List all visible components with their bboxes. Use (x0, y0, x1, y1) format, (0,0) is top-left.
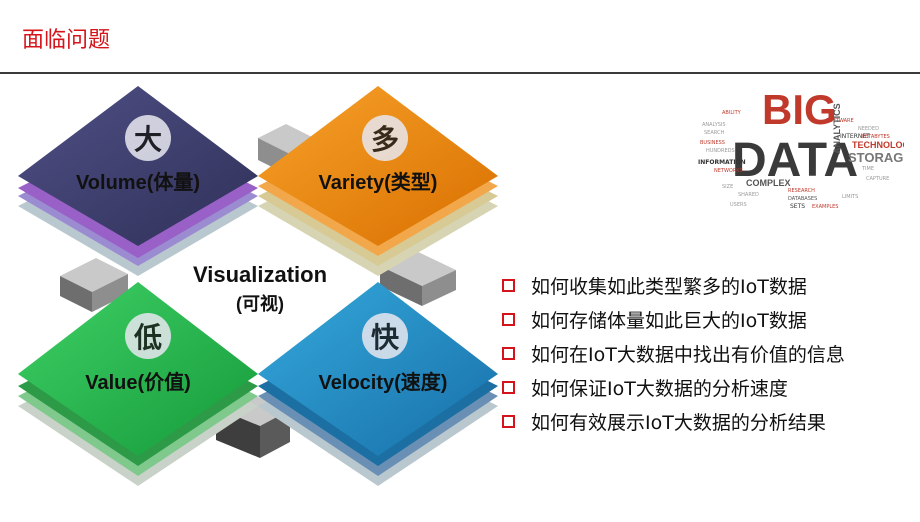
cloud-word: SHARED (738, 192, 759, 198)
cloud-word: NEEDED (858, 126, 879, 132)
list-item: 如何收集如此类型繁多的IoT数据 (502, 268, 845, 302)
title-divider (0, 72, 920, 74)
cloud-word: INFORMATION (698, 159, 746, 166)
square-bullet-icon (502, 278, 515, 292)
value-diamond (18, 282, 258, 486)
cloud-word: DATABASES (788, 196, 817, 202)
square-bullet-icon (502, 414, 515, 428)
gray-connector-left (60, 258, 128, 312)
list-item: 如何存储体量如此巨大的IoT数据 (502, 302, 845, 336)
velocity-label: Velocity(速度) (318, 372, 448, 394)
cloud-word: NETWORKS (714, 168, 743, 174)
cloud-word: PETABYTES (862, 134, 890, 140)
cloud-word: ANALYSIS (702, 122, 726, 128)
value-label: Value(价值) (85, 372, 191, 394)
cloud-word: COMPLEX (746, 178, 791, 188)
cloud-word: USERS (730, 202, 747, 208)
velocity-diamond (258, 282, 498, 486)
cloud-word: STORAGE (848, 150, 904, 165)
velocity-char-circle: 快 (362, 313, 408, 359)
big-data-4v-diagram: 大 Volume(体量) 多 Variety(类型) 低 Value(价值) 快… (0, 80, 520, 518)
cloud-word: CAPTURE (866, 176, 889, 182)
square-bullet-icon (502, 346, 515, 360)
list-item-text: 如何存储体量如此巨大的IoT数据 (531, 309, 807, 332)
list-item-text: 如何保证IoT大数据的分析速度 (531, 377, 788, 400)
cloud-word: EXAMPLES (812, 204, 838, 210)
square-bullet-icon (502, 312, 515, 326)
volume-label: Volume(体量) (75, 172, 201, 194)
cloud-word: SOFTWARE (826, 118, 854, 124)
cloud-word: ANALYTICS (832, 103, 842, 154)
visualization-subtitle: (可视) (236, 294, 284, 314)
cloud-word: TECHNOLOGIES (852, 140, 904, 150)
data-word: DATA (732, 134, 858, 187)
volume-diamond (18, 86, 258, 276)
list-item: 如何保证IoT大数据的分析速度 (502, 370, 845, 404)
page-title: 面临问题 (22, 28, 111, 53)
visualization-title: Visualization (192, 262, 328, 287)
list-item-text: 如何收集如此类型繁多的IoT数据 (531, 275, 807, 298)
iot-challenges-list: 如何收集如此类型繁多的IoT数据 如何存储体量如此巨大的IoT数据 如何在IoT… (502, 268, 845, 438)
cloud-word: ABILITY (722, 110, 742, 116)
volume-char-circle: 大 (125, 115, 171, 161)
cloud-word: TIME (861, 166, 874, 172)
list-item: 如何有效展示IoT大数据的分析结果 (502, 404, 845, 438)
cloud-word: LIMITS (842, 194, 858, 200)
list-item-text: 如何有效展示IoT大数据的分析结果 (531, 411, 826, 434)
cloud-word: SIZE (722, 184, 733, 190)
variety-diamond (258, 86, 498, 276)
variety-label: Variety(类型) (318, 172, 438, 194)
cloud-word: BUSINESS (700, 140, 725, 146)
cloud-word: HUNDREDS (706, 148, 735, 154)
visualization-center-label: Visualization (可视) (160, 262, 360, 316)
cloud-word: SEARCH (704, 130, 724, 136)
list-item: 如何在IoT大数据中找出有价值的信息 (502, 336, 845, 370)
list-item-text: 如何在IoT大数据中找出有价值的信息 (531, 343, 845, 366)
value-char-circle: 低 (125, 313, 171, 359)
variety-char-circle: 多 (362, 115, 408, 161)
square-bullet-icon (502, 380, 515, 394)
big-word: BIG (762, 86, 837, 133)
diamond-stack-graphic (18, 86, 498, 486)
cloud-word: RESEARCH (788, 188, 815, 194)
cloud-word: SETS (790, 203, 805, 210)
big-data-word-cloud: ANALYSIS SEARCH BUSINESS HUNDREDS SOFTWA… (692, 84, 920, 224)
cloud-word: INTERNET (840, 133, 870, 140)
